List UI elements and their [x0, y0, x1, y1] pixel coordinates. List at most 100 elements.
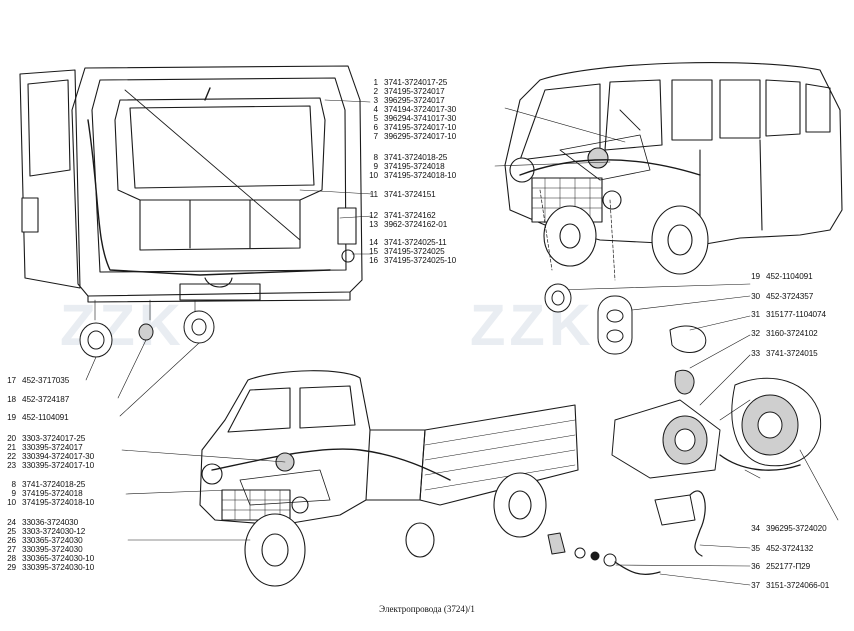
- truck-view: [121, 370, 579, 587]
- grommet-parts: [79, 310, 215, 417]
- label-part-number: 330395-3724030: [22, 545, 83, 554]
- label-item: 23 330395-3724017-10: [0, 461, 94, 470]
- label-item: 33 3741-3724015: [744, 349, 818, 358]
- label-number: 5: [373, 114, 379, 123]
- label-part-number: 330365-3724030-10: [22, 554, 95, 563]
- label-item: 11 3741-3724151: [362, 190, 436, 199]
- label-part-number: 330394-3724017-30: [22, 452, 95, 461]
- label-number: 13: [369, 220, 378, 229]
- label-number: 34: [751, 524, 760, 533]
- label-number: 31: [751, 310, 760, 319]
- label-number: 8: [373, 153, 379, 162]
- label-number: 22: [7, 452, 16, 461]
- label-part-number: 3741-3724025-11: [384, 238, 447, 247]
- label-number: 30: [751, 292, 760, 301]
- label-item: 5 396294-3741017-30: [362, 114, 457, 123]
- label-number: 15: [369, 247, 378, 256]
- label-part-number: 252177-П29: [766, 562, 811, 571]
- label-item: 35 452-3724132: [744, 544, 813, 553]
- label-item: 26 330365-3724030: [0, 536, 83, 545]
- watermark-text: ZZK: [60, 293, 185, 358]
- label-number: 17: [7, 376, 16, 385]
- label-part-number: 3160-3724102: [766, 329, 818, 338]
- label-number: 19: [751, 272, 760, 281]
- label-item: 14 3741-3724025-11: [362, 238, 447, 247]
- label-number: 8: [11, 480, 17, 489]
- label-item: 12 3741-3724162: [362, 211, 436, 220]
- label-number: 16: [369, 256, 378, 265]
- label-part-number: 374194-3724017-30: [384, 105, 457, 114]
- label-part-number: 3741-3724017-25: [384, 78, 448, 87]
- label-part-number: 396294-3741017-30: [384, 114, 457, 123]
- label-part-number: 452-3724187: [22, 395, 70, 404]
- label-item: 6 374195-3724017-10: [362, 123, 457, 132]
- label-number: 33: [751, 349, 760, 358]
- label-number: 14: [369, 238, 378, 247]
- label-part-number: 3741-3724151: [384, 190, 436, 199]
- label-number: 3: [373, 96, 379, 105]
- label-part-number: 330395-3724017: [22, 443, 83, 452]
- watermark-text: ZZK: [470, 293, 595, 358]
- label-number: 23: [7, 461, 16, 470]
- label-part-number: 396295-3724017-10: [384, 132, 457, 141]
- label-number: 10: [369, 171, 378, 180]
- label-part-number: 3741-3724162: [384, 211, 436, 220]
- label-number: 19: [7, 413, 16, 422]
- label-item: 8 3741-3724018-25: [362, 153, 448, 162]
- label-number: 7: [373, 132, 379, 141]
- label-part-number: 3151-3724066-01: [766, 581, 830, 590]
- label-item: 15 374195-3724025: [362, 247, 445, 256]
- label-part-number: 396295-3724017: [384, 96, 445, 105]
- diagram-caption: Электропровода (3724)/1: [379, 604, 475, 614]
- label-part-number: 374195-3724018: [384, 162, 445, 171]
- label-part-number: 452-3717035: [22, 376, 70, 385]
- label-part-number: 452-3724357: [766, 292, 814, 301]
- label-item: 7 396295-3724017-10: [362, 132, 457, 141]
- label-number: 26: [7, 536, 16, 545]
- label-item: 27 330395-3724030: [0, 545, 83, 554]
- label-part-number: 330365-3724030: [22, 536, 83, 545]
- label-item: 22 330394-3724017-30: [0, 452, 94, 461]
- label-number: 25: [7, 527, 16, 536]
- label-part-number: 3741-3724018-25: [384, 153, 448, 162]
- label-number: 12: [369, 211, 378, 220]
- label-number: 24: [7, 518, 16, 527]
- label-part-number: 330395-3724017-10: [22, 461, 95, 470]
- label-number: 29: [7, 563, 16, 572]
- label-number: 27: [7, 545, 16, 554]
- label-part-number: 315177-1104074: [766, 310, 826, 319]
- label-part-number: 374195-3724018: [22, 489, 83, 498]
- label-number: 10: [7, 498, 16, 507]
- van-front-view: [494, 62, 843, 291]
- label-number: 35: [751, 544, 760, 553]
- label-number: 11: [369, 190, 378, 199]
- label-number: 2: [373, 87, 379, 96]
- label-part-number: 374195-3724025: [384, 247, 445, 256]
- label-part-number: 452-3724132: [766, 544, 814, 553]
- label-part-number: 3741-3724015: [766, 349, 818, 358]
- label-part-number: 33036-3724030: [22, 518, 79, 527]
- label-part-number: 3741-3724018-25: [22, 480, 86, 489]
- label-item: 24 33036-3724030: [0, 518, 78, 527]
- label-part-number: 452-1104091: [766, 272, 813, 281]
- label-part-number: 374195-3724017-10: [384, 123, 457, 132]
- label-item: 8 3741-3724018-25: [0, 480, 86, 489]
- label-number: 6: [373, 123, 379, 132]
- label-item: 30 452-3724357: [744, 292, 813, 301]
